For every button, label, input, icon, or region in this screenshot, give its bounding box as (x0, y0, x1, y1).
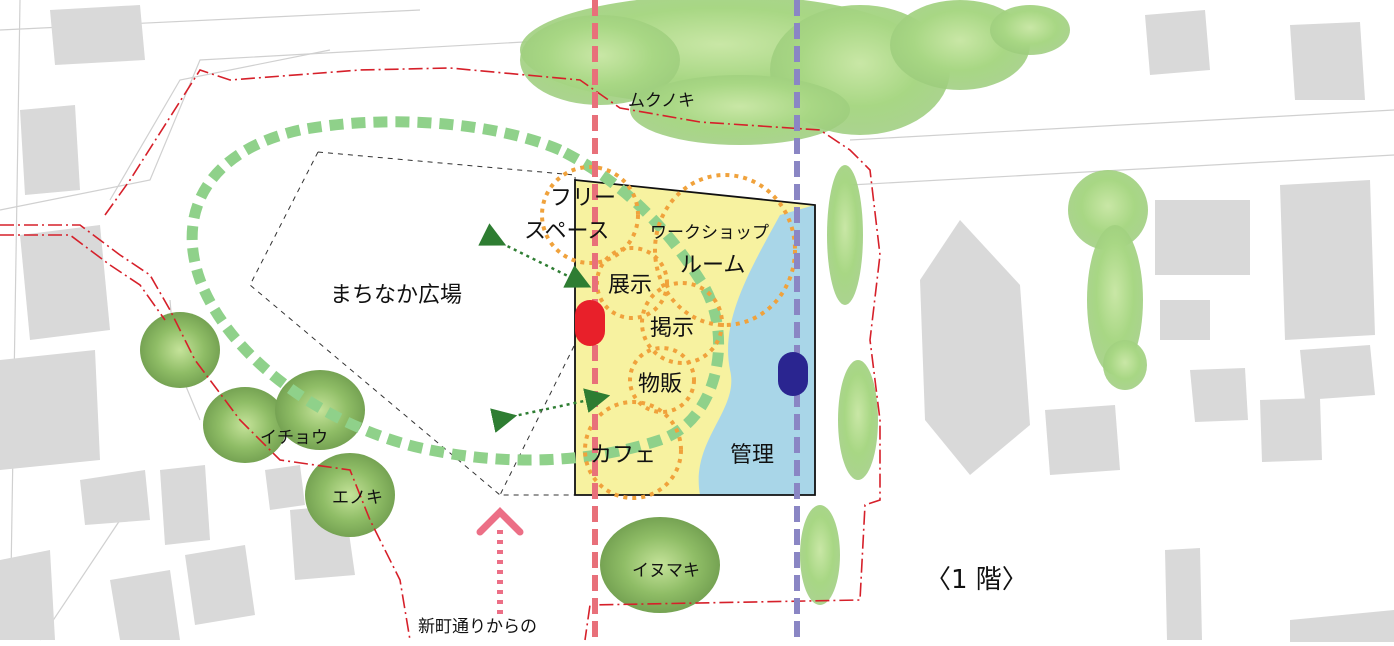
approach-arrow (476, 507, 524, 615)
arrow-plaza-shop (490, 388, 611, 433)
building-floor (574, 179, 816, 496)
exhibition-label: 展示 (608, 273, 652, 298)
zone-notice (640, 281, 724, 365)
hedge-tree (838, 360, 878, 480)
workshop-label-1: ワークショップ (650, 223, 769, 243)
workshop-label-2: ルーム (680, 253, 745, 278)
notice-label: 掲示 (650, 316, 694, 341)
floor-label: 〈1 階〉 (925, 565, 1028, 595)
surrounding-buildings (0, 5, 1394, 642)
zone-cafe (583, 400, 683, 500)
connection-arrows (478, 223, 611, 433)
zone-workshop (653, 173, 797, 327)
entrance-marker-blue (778, 352, 808, 396)
hedge-tree (800, 505, 840, 605)
circulation-loop (186, 116, 725, 466)
inumaki-label: イヌマキ (632, 561, 700, 581)
entrance-marker-red (575, 300, 605, 346)
mukunoki-label: ムクノキ (628, 91, 695, 111)
zone-shop (628, 346, 696, 414)
site-boundary (0, 67, 881, 641)
enoki-label: エノキ (332, 488, 383, 508)
icho-label: イチョウ (260, 428, 328, 448)
arrow-plaza-exhibition (478, 223, 592, 288)
plaza-label: まちなか広場 (330, 283, 462, 308)
enoki-tree (305, 453, 395, 537)
management-label: 管理 (730, 443, 774, 468)
shop-label: 物販 (638, 372, 682, 397)
free-space-label-2: スペース (524, 219, 609, 244)
free-space-label-1: フリー (550, 186, 616, 211)
street-tree (1068, 170, 1148, 390)
tree (140, 312, 220, 388)
cafe-label: カフェ (590, 443, 656, 468)
inumaki-tree (600, 517, 720, 613)
hedge-tree (827, 165, 863, 305)
approach-label: 新町通りからの (418, 617, 537, 637)
